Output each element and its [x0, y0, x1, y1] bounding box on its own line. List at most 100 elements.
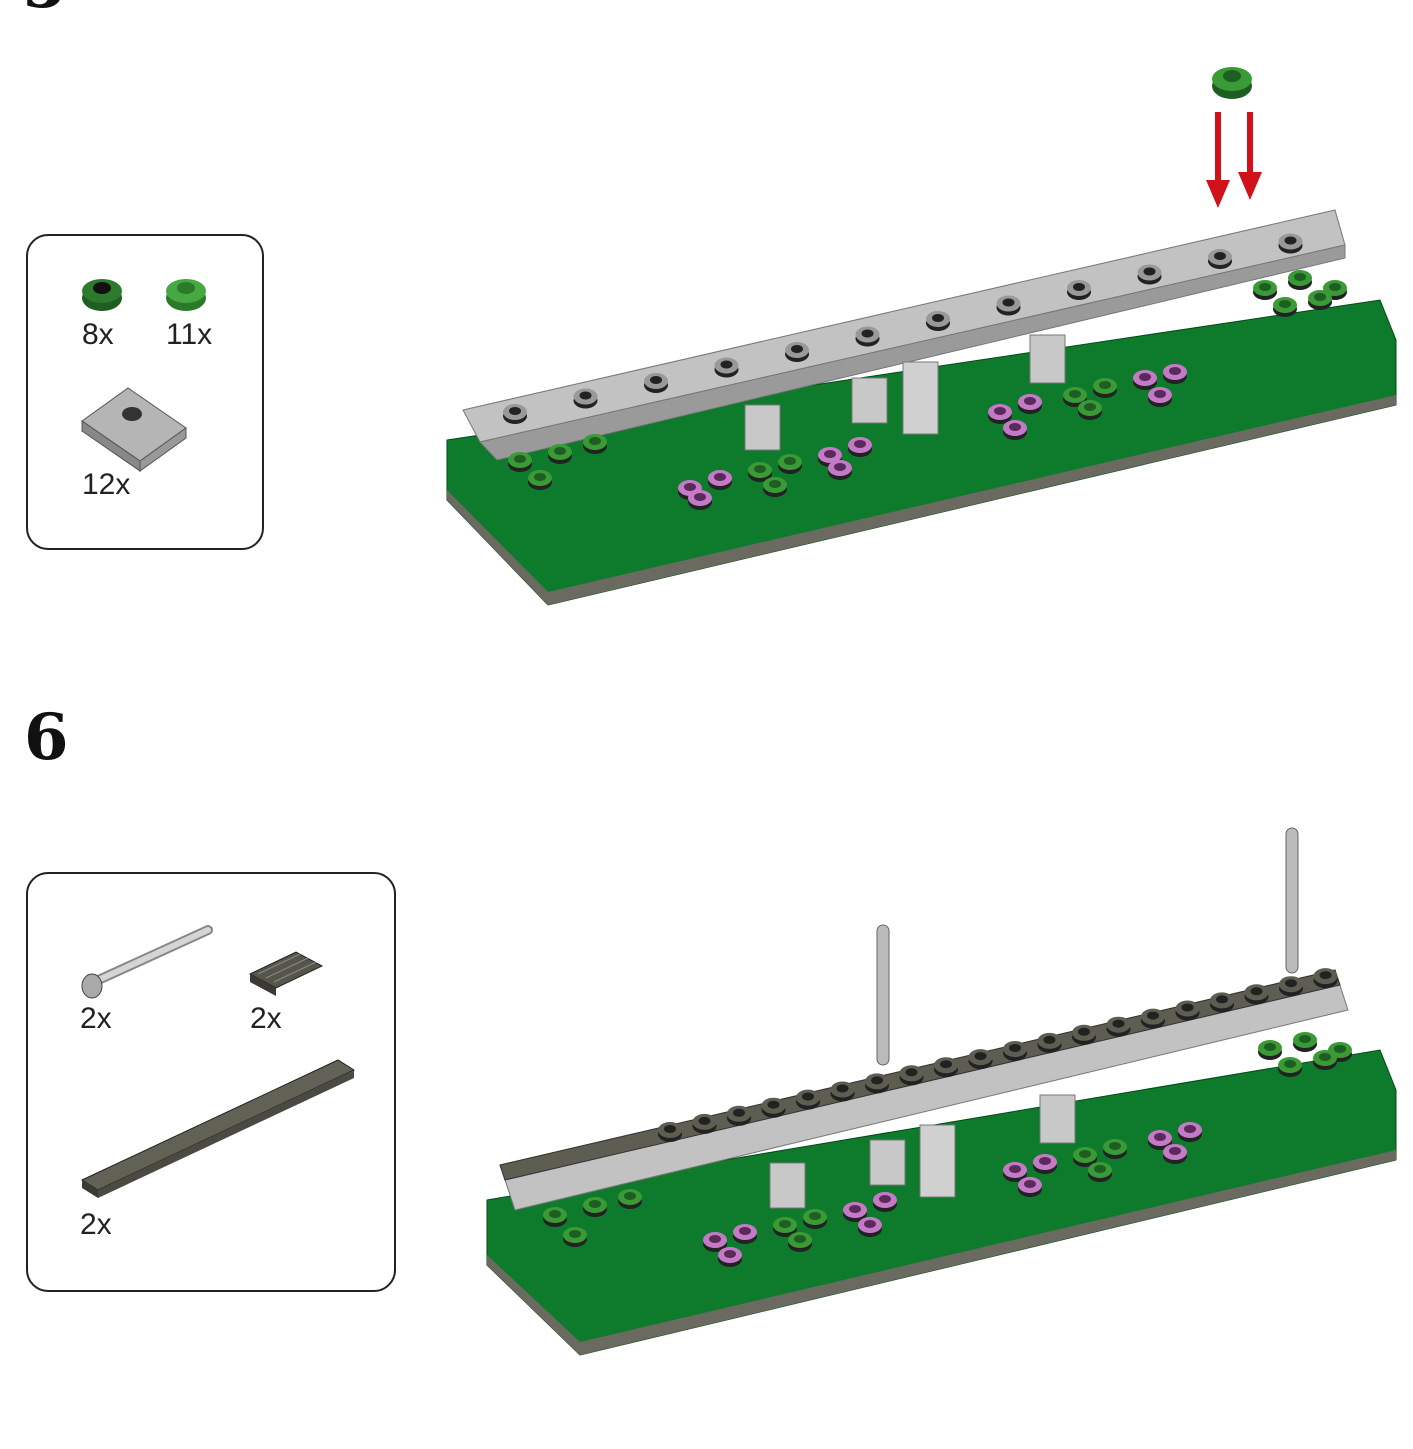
parts-illustration [81, 279, 206, 472]
part-qty: 8x [82, 318, 114, 351]
stud [899, 1065, 924, 1086]
flower-plate [843, 1202, 867, 1222]
stud [1210, 992, 1234, 1013]
green-plate [543, 1207, 567, 1227]
flower-plate [1033, 1154, 1057, 1174]
stud [796, 1089, 820, 1110]
stud [785, 342, 809, 362]
flower-plate [848, 437, 872, 457]
stud [658, 1122, 682, 1142]
stud [714, 357, 739, 378]
green-plate [1073, 1147, 1097, 1167]
flower-plate [703, 1232, 727, 1252]
green-plate [803, 1209, 827, 1229]
green-plate [1308, 290, 1332, 310]
green-round-plate-icon [82, 279, 122, 311]
grille-tile-icon [248, 951, 324, 996]
green-plate [1063, 387, 1087, 407]
stud [1037, 1032, 1062, 1053]
part-qty: 12x [82, 468, 131, 501]
green-plate [583, 1197, 607, 1217]
flower-plate [1003, 420, 1027, 440]
red-arrow-icon [1206, 112, 1262, 208]
green-plate [748, 462, 772, 482]
antenna-bar-icon [876, 827, 1299, 1066]
stud [727, 1105, 751, 1126]
flower-plate [988, 404, 1012, 424]
green-plate [1078, 400, 1102, 420]
stud [1072, 1024, 1096, 1045]
flower-plate [1018, 1177, 1042, 1197]
flower-plate [708, 470, 732, 490]
step-6-model [486, 827, 1397, 1356]
parts-list-step-6: 2x 2x 2x [26, 872, 396, 1292]
stud [926, 311, 950, 331]
stud [1244, 984, 1269, 1005]
stud [1106, 1016, 1131, 1037]
green-plate [1273, 297, 1297, 317]
green-plate [508, 452, 532, 472]
green-plate [1293, 1032, 1317, 1052]
flower-plate [828, 460, 852, 480]
part-qty: 11x [166, 318, 213, 351]
green-plate [1323, 280, 1347, 300]
green-plate [773, 1217, 797, 1237]
part-qty: 2x [80, 1208, 112, 1241]
stud [855, 326, 880, 347]
stud [1278, 233, 1303, 254]
flower-plate [733, 1224, 757, 1244]
flower-plate [1003, 1162, 1027, 1182]
flower-plate [1148, 1130, 1172, 1150]
green-plate [778, 454, 802, 474]
stud [1067, 280, 1091, 300]
stud [1137, 264, 1162, 285]
flower-plate [1163, 1144, 1187, 1164]
flower-plate [873, 1192, 897, 1212]
stud [1003, 1041, 1027, 1061]
green-plate [763, 477, 787, 497]
stud [644, 373, 668, 393]
stud [934, 1057, 958, 1078]
part-qty: 2x [80, 1002, 112, 1035]
flower-plate [858, 1217, 882, 1237]
stud [573, 388, 598, 409]
grey-bar-icon [81, 925, 213, 999]
step-5-model [446, 67, 1397, 606]
stud [503, 404, 527, 424]
step-number-6: 6 [24, 700, 69, 775]
stud [1313, 968, 1338, 989]
green-plate [1253, 280, 1277, 300]
stud [1208, 249, 1232, 269]
flower-plate [718, 1247, 742, 1267]
flower-plate [688, 490, 712, 510]
stud [761, 1097, 786, 1118]
stud [996, 295, 1021, 316]
flower-plate [1133, 370, 1157, 390]
parts-illustration [80, 925, 356, 1198]
step-number-5: 5 [22, 0, 67, 23]
green-plate [1088, 1162, 1112, 1182]
green-plate [1313, 1050, 1337, 1070]
flower-plate [1018, 394, 1042, 414]
stud [830, 1081, 855, 1102]
part-qty: 2x [250, 1002, 282, 1035]
stud [865, 1073, 889, 1094]
stud [692, 1113, 717, 1134]
green-plate [1093, 378, 1117, 398]
stud [1175, 1000, 1200, 1021]
green-plate [788, 1232, 812, 1252]
green-plate [1258, 1040, 1282, 1060]
stud [1141, 1008, 1165, 1029]
flower-plate [1148, 387, 1172, 407]
green-plate [1103, 1139, 1127, 1159]
green-plate [528, 470, 552, 490]
green-plate [563, 1227, 587, 1247]
flower-plate [1163, 364, 1187, 384]
green-plate [583, 434, 607, 454]
stud [968, 1049, 993, 1070]
green-plate [1288, 270, 1312, 290]
green-plate [1278, 1057, 1302, 1077]
green-plate [548, 444, 572, 464]
parts-list-step-5: 8x 11x 12x [26, 234, 264, 550]
